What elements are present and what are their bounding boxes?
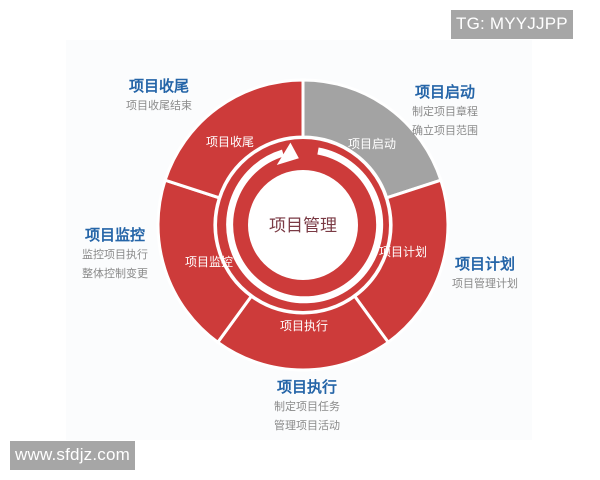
callout-initiate-line-1: 制定项目章程 [412,105,478,118]
callout-monitor-title: 项目监控 [84,226,145,244]
cycle-arrow-icon [226,147,384,304]
segment-label-execute: 项目执行 [280,319,328,333]
callout-plan-title: 项目计划 [454,255,515,273]
callout-close-line-1: 项目收尾结束 [126,99,192,112]
callout-initiate-line-2: 确立项目范围 [412,124,478,137]
callout-execute-line-2: 管理项目活动 [274,419,340,432]
callout-execute: 项目执行 制定项目任务 管理项目活动 [262,377,352,435]
callout-plan: 项目计划 项目管理计划 [440,254,530,293]
callout-plan-line-1: 项目管理计划 [452,277,518,290]
segment-label-close: 项目收尾 [206,135,254,149]
callout-close-title: 项目收尾 [128,77,189,95]
callout-monitor: 项目监控 监控项目执行 整体控制变更 [70,225,160,283]
segment-label-plan: 项目计划 [379,245,427,259]
callout-monitor-line-1: 监控项目执行 [82,248,148,261]
watermark-bottom-left: www.sfdjz.com [10,441,136,470]
arrowhead-icon [276,142,299,165]
segment-label-monitor: 项目监控 [185,255,233,269]
segment-close [163,78,305,200]
callout-monitor-line-2: 整体控制变更 [82,267,148,280]
callout-initiate: 项目启动 制定项目章程 确立项目范围 [400,82,490,140]
center-label: 项目管理 [269,216,337,236]
callout-execute-title: 项目执行 [276,378,337,396]
callout-initiate-title: 项目启动 [414,83,475,101]
callout-close: 项目收尾 项目收尾结束 [104,76,214,115]
center-circle [248,170,358,280]
callout-execute-line-1: 制定项目任务 [274,400,340,413]
segment-label-initiate: 项目启动 [348,137,396,151]
watermark-top-right: TG: MYYJJPP [451,10,573,39]
